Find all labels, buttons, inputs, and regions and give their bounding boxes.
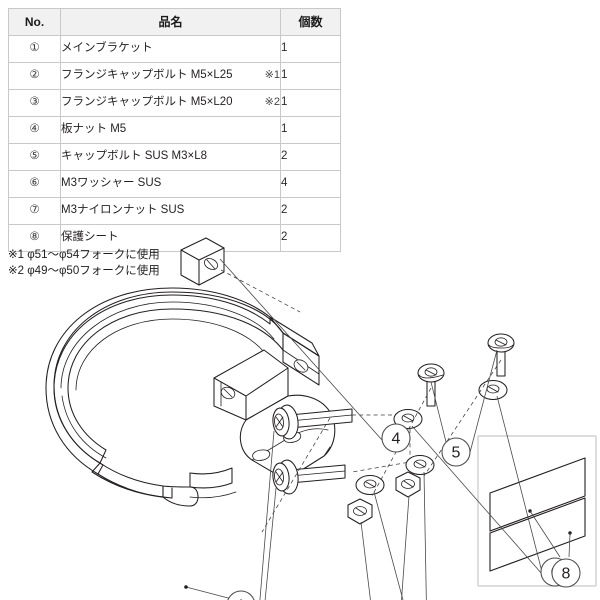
flange-cap-bolt-m5-l20: [272, 459, 346, 495]
main-band-strap: [45, 287, 320, 507]
exploded-assembly-diagram: 1 2 3 4 5 6 6 7 8: [0, 200, 600, 600]
row-number: ⑥: [8, 170, 61, 198]
row-number: ⑧: [8, 224, 61, 252]
table-row: ⑤ キャップボルト SUS M3×L8 2: [8, 143, 341, 171]
row-part-name: フランジキャップボルト M5×L25 ※1: [60, 62, 281, 90]
washer-m3-lower-left: [355, 474, 385, 496]
leader-sheet-upper: [529, 510, 561, 558]
row-part-name: 板ナット M5: [60, 116, 281, 144]
leader-callout-6d: [373, 491, 404, 600]
leader-callout-7a: [401, 495, 410, 600]
footnotes: ※1 φ51〜φ54フォークに使用 ※2 φ49〜φ50フォークに使用: [8, 247, 160, 279]
row-number: ①: [8, 35, 61, 63]
callout-8[interactable]: 8: [551, 558, 581, 588]
callout-1-label: 1: [237, 598, 246, 600]
row-quantity: 1: [280, 35, 341, 63]
nylon-nut-m3-lower: [347, 498, 373, 525]
row-part-name: メインブラケット: [60, 35, 281, 63]
part-name-text: 板ナット M5: [61, 123, 127, 136]
leader-sheet-lower: [568, 532, 571, 558]
leader-callout-5b: [467, 349, 498, 461]
table-row: ⑦ M3ナイロンナット SUS 2: [8, 197, 341, 225]
row-quantity: 1: [280, 89, 341, 117]
washer-m3-lower-mid: [405, 454, 435, 476]
row-number: ⑦: [8, 197, 61, 225]
leader-callout-6a: [496, 395, 543, 573]
row-number: ④: [8, 116, 61, 144]
part-name-text: 保護シート: [61, 231, 119, 244]
bracket-slot-left: [252, 449, 271, 461]
protective-sheet-upper: [489, 457, 586, 532]
plate-nut-m5: [180, 237, 225, 286]
row-quantity: 1: [280, 62, 341, 90]
leader-callout-2: [259, 430, 275, 600]
assembly-line-bolt5-right: [423, 359, 502, 477]
row-number: ③: [8, 89, 61, 117]
sheet-lower-dot: [568, 531, 572, 535]
table-row: ⑧ 保護シート 2: [8, 224, 341, 252]
callout-1[interactable]: 1: [227, 590, 255, 600]
table-row: ① メインブラケット 1: [8, 35, 341, 63]
leader-callout-6b: [411, 425, 543, 575]
leader-callout-4: [219, 258, 383, 441]
table-row: ④ 板ナット M5 1: [8, 116, 341, 144]
part-name-text: キャップボルト SUS M3×L8: [61, 150, 208, 163]
leader-dot-1: [184, 585, 188, 589]
row-quantity: 2: [280, 143, 341, 171]
part-name-text: フランジキャップボルト M5×L20: [61, 96, 233, 109]
leader-callout-1: [185, 586, 238, 600]
washer-m3-left: [393, 408, 423, 430]
part-name-text: フランジキャップボルト M5×L25: [61, 69, 233, 82]
parts-table-container: No. 品名 個数 ① メインブラケット 1 ②: [8, 8, 341, 252]
leader-callout-3: [264, 487, 277, 600]
part-name-text: メインブラケット: [61, 42, 153, 55]
parts-table: No. 品名 個数 ① メインブラケット 1 ②: [8, 8, 341, 252]
part-name-text: M3ナイロンナット SUS: [61, 204, 185, 217]
row-quantity: 2: [280, 224, 341, 252]
row-quantity: 1: [280, 116, 341, 144]
row-part-name: M3ワッシャー SUS: [60, 170, 281, 198]
flange-cap-bolt-m5-l25: [272, 404, 353, 440]
table-row: ② フランジキャップボルト M5×L25 ※1 1: [8, 62, 341, 90]
leader-callout-7b: [360, 521, 371, 600]
callout-8-label: 8: [562, 566, 571, 583]
washer-m3-upper-right: [478, 379, 508, 401]
callout-4-label: 4: [392, 431, 401, 448]
footnote-1: ※1 φ51〜φ54フォークに使用: [8, 249, 160, 261]
nylon-nut-m3-upper: [395, 471, 421, 498]
protective-sheet-lower: [489, 497, 586, 572]
callout-4[interactable]: 4: [381, 423, 411, 453]
footnote-2: ※2 φ49〜φ50フォークに使用: [8, 265, 160, 277]
table-row: ⑥ M3ワッシャー SUS 4: [8, 170, 341, 198]
row-quantity: 4: [280, 170, 341, 198]
column-header-name: 品名: [60, 8, 281, 36]
cap-bolt-sus-m3-lower: [417, 363, 445, 407]
row-part-name: M3ナイロンナット SUS: [60, 197, 281, 225]
leader-callout-6c: [423, 471, 427, 600]
table-row: ③ フランジキャップボルト M5×L20 ※2 1: [8, 89, 341, 117]
callout-5-label: 5: [452, 445, 461, 462]
row-part-name: フランジキャップボルト M5×L20 ※2: [60, 89, 281, 117]
row-number: ②: [8, 62, 61, 90]
row-number: ⑤: [8, 143, 61, 171]
table-header-row: No. 品名 個数: [8, 8, 341, 36]
assembly-line-plate-nut: [220, 269, 301, 313]
callout-5[interactable]: 5: [441, 437, 471, 467]
part-name-text: M3ワッシャー SUS: [61, 177, 162, 190]
row-part-name: 保護シート: [60, 224, 281, 252]
part-name-note: ※2: [264, 96, 280, 109]
row-part-name: キャップボルト SUS M3×L8: [60, 143, 281, 171]
part-name-note: ※1: [264, 69, 280, 82]
column-header-no: No.: [8, 8, 61, 36]
column-header-qty: 個数: [280, 8, 341, 36]
